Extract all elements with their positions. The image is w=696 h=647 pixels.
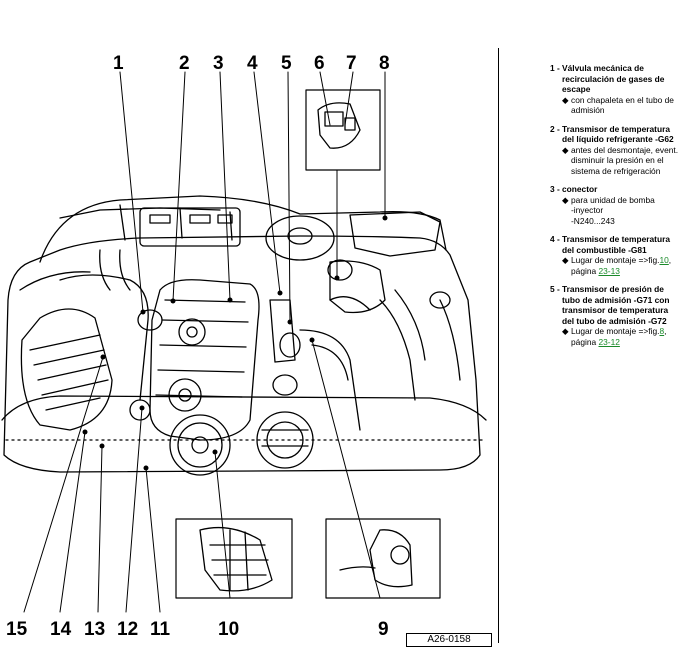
legend-item-title: Transmisor de temperatura: [562, 123, 670, 134]
detail-inset-left: [175, 518, 293, 599]
battery: [139, 207, 241, 247]
engine-compartment-diagram: [1, 71, 487, 613]
legend-item-title: del tubo de admisión -G72: [562, 315, 667, 326]
callout-13: 13: [84, 619, 106, 640]
legend-item-number: 3 -: [550, 184, 560, 194]
legend-item-title: Válvula mecánica de: [562, 63, 644, 73]
legend-item-detail: página: [571, 265, 599, 276]
figure-link[interactable]: 8: [659, 326, 665, 336]
legend-item-detail: con chapaleta en el tubo de: [571, 94, 674, 105]
diamond-bullet-icon: ◆: [562, 255, 569, 265]
legend-item-detail: antes del desmontaje, event.: [571, 144, 679, 155]
callout-6: 6: [314, 53, 325, 74]
page-link[interactable]: 23-12: [598, 336, 620, 347]
callout-5: 5: [281, 53, 292, 74]
detail-inset-right: [325, 518, 441, 599]
legend-item-5: 5 - Transmisor de presión de tubo de adm…: [550, 284, 692, 347]
callout-8: 8: [379, 53, 390, 74]
diamond-bullet-icon: ◆: [562, 194, 569, 205]
alternator: [256, 411, 314, 469]
column-divider: [498, 48, 499, 643]
legend-item-number: 4 -: [550, 234, 560, 244]
legend-item-title: conector: [562, 184, 598, 194]
diamond-bullet-icon: ◆: [562, 326, 569, 336]
page-link[interactable]: 23-13: [598, 265, 620, 276]
legend-item-title: transmisor de temperatura: [562, 305, 669, 315]
figure-label: A26-0158: [406, 633, 492, 647]
legend-item-3: 3 - conector ◆ para unidad de bomba -iny…: [550, 184, 692, 226]
legend-item-number: 1 -: [550, 63, 560, 73]
callout-10: 10: [218, 619, 240, 640]
callout-14: 14: [50, 619, 72, 640]
callout-12: 12: [117, 619, 139, 640]
legend: 1 - Válvula mecánica de recirculación de…: [550, 63, 692, 355]
callout-11: 11: [150, 619, 171, 640]
engine-cover: [149, 279, 260, 441]
legend-item-4: 4 - Transmisor de temperatura del combus…: [550, 234, 692, 276]
callout-4: 4: [247, 53, 258, 74]
coolant-reservoir: [265, 215, 335, 261]
legend-item-title: Transmisor de temperatura: [562, 234, 670, 244]
legend-item-detail: sistema de refrigeración: [571, 165, 661, 176]
diamond-bullet-icon: ◆: [562, 94, 569, 105]
legend-item-number: 5 -: [550, 284, 560, 294]
callout-3: 3: [213, 53, 224, 74]
legend-item-2: 2 - Transmisor de temperatura del líquid…: [550, 124, 692, 177]
legend-item-detail: -N240...243: [571, 215, 615, 226]
legend-item-1: 1 - Válvula mecánica de recirculación de…: [550, 63, 692, 116]
legend-item-title: del líquido refrigerante -G62: [562, 134, 674, 144]
legend-item-detail: disminuir la presión en el: [571, 155, 664, 165]
body-outline: [3, 235, 481, 473]
legend-item-title: Transmisor de presión de: [562, 284, 664, 294]
legend-item-detail: página: [571, 336, 599, 347]
detail-inset-top: [305, 89, 381, 171]
legend-item-detail: ,: [664, 326, 667, 336]
legend-item-number: 2 -: [550, 123, 560, 134]
legend-item-detail: admisión: [571, 105, 605, 115]
legend-item-title: escape: [562, 84, 591, 94]
legend-item-title: recirculación de gases de: [562, 73, 665, 84]
callout-15: 15: [6, 619, 28, 640]
legend-item-detail: Lugar de montaje =>fig.: [571, 255, 660, 265]
figure-link[interactable]: 10: [659, 255, 669, 265]
legend-item-detail: -inyector: [571, 205, 604, 215]
air-filter-box: [20, 308, 113, 431]
legend-item-title: del combustible -G81: [562, 244, 647, 255]
legend-item-detail: ,: [668, 255, 672, 265]
callout-9: 9: [378, 619, 389, 640]
pulley-1: [169, 414, 231, 476]
callout-2: 2: [179, 53, 190, 74]
callout-1: 1: [113, 53, 124, 74]
diamond-bullet-icon: ◆: [562, 144, 569, 155]
legend-item-detail: para unidad de bomba: [571, 194, 655, 205]
legend-item-title: tubo de admisión -G71 con: [562, 294, 670, 305]
legend-item-detail: Lugar de montaje =>fig.: [571, 326, 660, 336]
callout-7: 7: [346, 53, 357, 74]
